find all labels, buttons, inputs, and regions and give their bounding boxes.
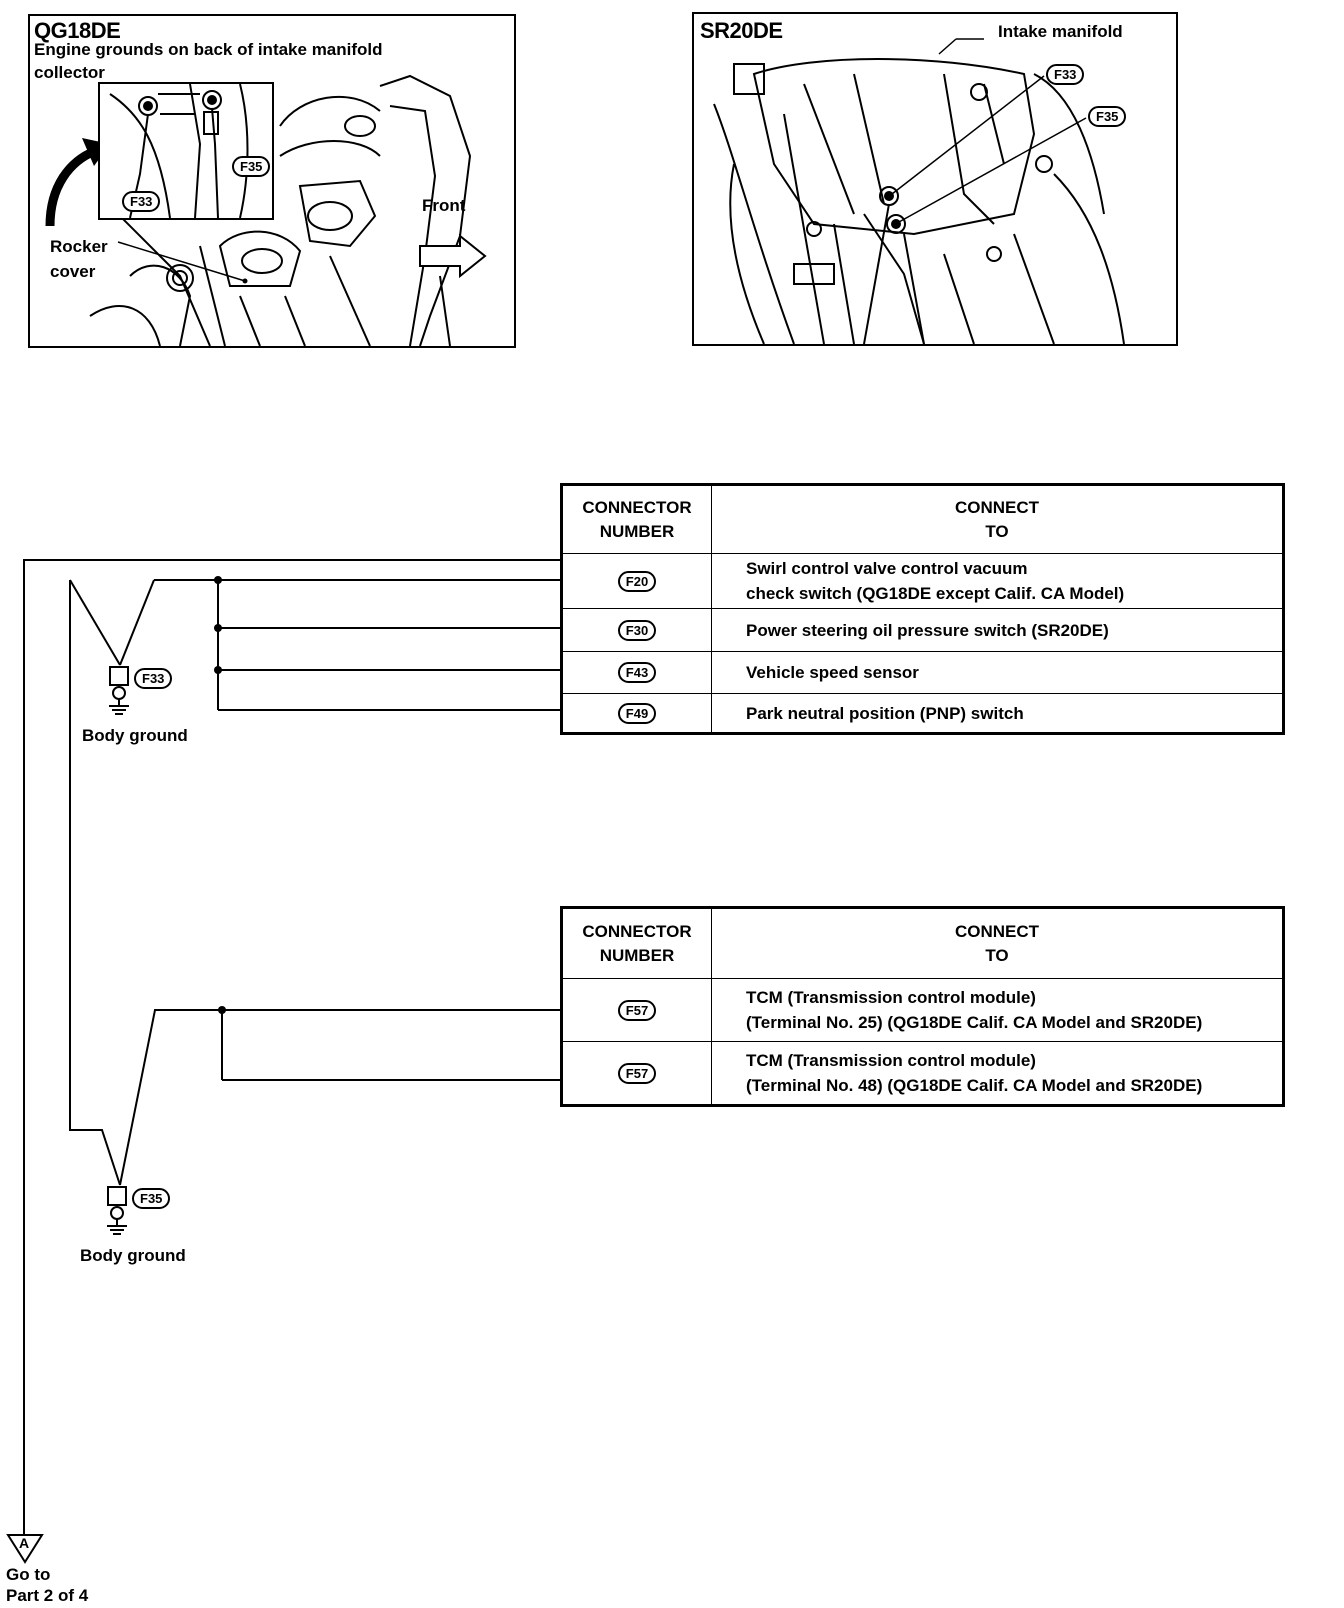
- table1-row3-line1: Vehicle speed sensor: [746, 663, 919, 682]
- table-row: F30 Power steering oil pressure switch (…: [561, 608, 1284, 652]
- connector-table-2: CONNECTOR NUMBER CONNECT TO F57 TCM (Tra…: [560, 906, 1285, 1107]
- table1-row1-line2: check switch (QG18DE except Calif. CA Mo…: [746, 584, 1125, 603]
- qg18de-title: QG18DE: [34, 18, 121, 43]
- table1-row3-connector: F43: [617, 662, 657, 683]
- table-row: F57 TCM (Transmission control module) (T…: [561, 1041, 1284, 1106]
- table1-row2-line1: Power steering oil pressure switch (SR20…: [746, 620, 1109, 640]
- sr20de-title: SR20DE: [700, 18, 783, 43]
- sr20de-illustration-panel: SR20DE Intake manifold F33 F35: [692, 12, 1178, 346]
- table2-row2-connector: F57: [617, 1062, 657, 1084]
- offpage-goto-line1: Go to: [6, 1565, 51, 1584]
- qg18de-front-label: Front: [422, 196, 466, 215]
- table2-row1-line1: TCM (Transmission control module): [746, 988, 1036, 1007]
- table2-header-connect-to: CONNECT TO: [711, 907, 1284, 979]
- table-row: F43 Vehicle speed sensor: [561, 651, 1284, 694]
- table-row: F20 Swirl control valve control vacuum c…: [561, 553, 1284, 609]
- sr20de-f33-tag: F33: [1046, 64, 1085, 85]
- qg18de-engine-drawing: [45, 74, 487, 346]
- table1-header-connect-to: CONNECT TO: [711, 484, 1284, 554]
- table1-row4-line1: Park neutral position (PNP) switch: [746, 703, 1024, 723]
- ground2-connector-f35: F35: [132, 1188, 171, 1209]
- sr20de-f35-tag: F35: [1088, 106, 1127, 127]
- sr20de-engine-drawing: [713, 38, 1125, 344]
- table-row: F57 TCM (Transmission control module) (T…: [561, 978, 1284, 1042]
- table1-row2-connector: F30: [617, 619, 657, 641]
- table2-header-connector-number: CONNECTOR NUMBER: [561, 907, 712, 979]
- table2-row2-line2: (Terminal No. 48) (QG18DE Calif. CA Mode…: [746, 1076, 1203, 1095]
- qg18de-inset-f35-tag: F35: [232, 156, 271, 177]
- ground2-body-ground-label: Body ground: [80, 1246, 186, 1265]
- table1-row1-connector: F20: [617, 570, 657, 592]
- connector-table-1: CONNECTOR NUMBER CONNECT TO F20 Swirl co…: [560, 483, 1285, 735]
- qg18de-detail-inset: F35 F33: [98, 82, 274, 220]
- ground1-connector-f33: F33: [134, 668, 173, 689]
- table1-header-row: CONNECTOR NUMBER CONNECT TO: [561, 484, 1284, 554]
- table2-row1-line2: (Terminal No. 25) (QG18DE Calif. CA Mode…: [746, 1013, 1203, 1032]
- ground1-body-ground-label: Body ground: [82, 726, 188, 745]
- offpage-goto-label: Go to Part 2 of 4: [6, 1564, 88, 1606]
- table2-row2-line1: TCM (Transmission control module): [746, 1051, 1036, 1070]
- table-row: F49 Park neutral position (PNP) switch: [561, 693, 1284, 734]
- qg18de-rocker-cover-label: Rocker cover: [50, 237, 108, 281]
- table1-row4-connector: F49: [617, 702, 657, 724]
- qg18de-subtitle: Engine grounds on back of intake manifol…: [34, 40, 383, 82]
- table1-row1-line1: Swirl control valve control vacuum: [746, 559, 1028, 578]
- table1-header-connector-number: CONNECTOR NUMBER: [561, 484, 712, 554]
- offpage-connector-a-symbol: A: [19, 1535, 30, 1551]
- offpage-goto-line2: Part 2 of 4: [6, 1586, 89, 1605]
- table2-row1-connector: F57: [617, 999, 657, 1021]
- table2-header-row: CONNECTOR NUMBER CONNECT TO: [561, 907, 1284, 979]
- qg18de-illustration-panel: F35 F33 QG18DE Engine grounds on back of…: [28, 14, 516, 348]
- sr20de-intake-manifold-label: Intake manifold: [998, 22, 1123, 41]
- qg18de-inset-f33-tag: F33: [122, 191, 161, 212]
